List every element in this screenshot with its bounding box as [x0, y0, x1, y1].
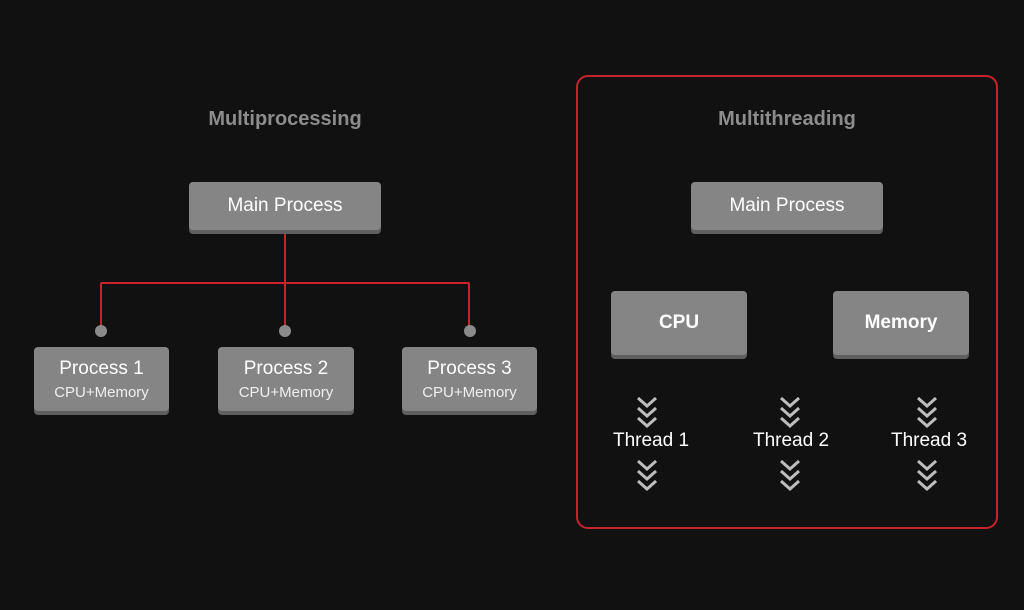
process-1-sublabel: CPU+Memory: [54, 383, 149, 401]
mt-main-process-label: Main Process: [729, 195, 845, 216]
chevron-down-icon: [637, 459, 657, 492]
mp-connector-dot: [95, 325, 107, 337]
thread-2-label: Thread 2: [752, 430, 830, 451]
mp-right-drop-connector: [468, 282, 470, 326]
chevron-down-icon: [917, 459, 937, 492]
process-1-box: Process 1 CPU+Memory: [34, 347, 169, 411]
chevron-down-icon: [780, 459, 800, 492]
chevron-down-icon: [780, 396, 800, 429]
memory-box: Memory: [833, 291, 969, 355]
process-3-box: Process 3 CPU+Memory: [402, 347, 537, 411]
process-2-sublabel: CPU+Memory: [238, 383, 334, 401]
mp-connector-dot: [464, 325, 476, 337]
process-2-label: Process 2: [243, 357, 329, 379]
process-2-box: Process 2 CPU+Memory: [218, 347, 354, 411]
memory-label: Memory: [864, 312, 938, 333]
mp-connector-dot: [279, 325, 291, 337]
mt-main-process-box: Main Process: [691, 182, 883, 230]
mp-vertical-connector: [284, 234, 286, 326]
mp-main-process-box: Main Process: [189, 182, 381, 230]
multiprocessing-title: Multiprocessing: [208, 108, 362, 130]
process-3-sublabel: CPU+Memory: [422, 383, 517, 401]
multithreading-frame: [576, 75, 998, 529]
chevron-down-icon: [637, 396, 657, 429]
thread-1-label: Thread 1: [612, 430, 690, 451]
mp-main-process-label: Main Process: [227, 195, 343, 216]
cpu-box: CPU: [611, 291, 747, 355]
chevron-down-icon: [917, 396, 937, 429]
multithreading-title: Multithreading: [718, 108, 856, 130]
process-3-label: Process 3: [427, 357, 512, 379]
mp-left-drop-connector: [100, 282, 102, 326]
process-1-label: Process 1: [59, 357, 144, 379]
thread-3-label: Thread 3: [890, 430, 968, 451]
cpu-label: CPU: [658, 312, 700, 333]
mp-horizontal-connector: [101, 282, 469, 284]
